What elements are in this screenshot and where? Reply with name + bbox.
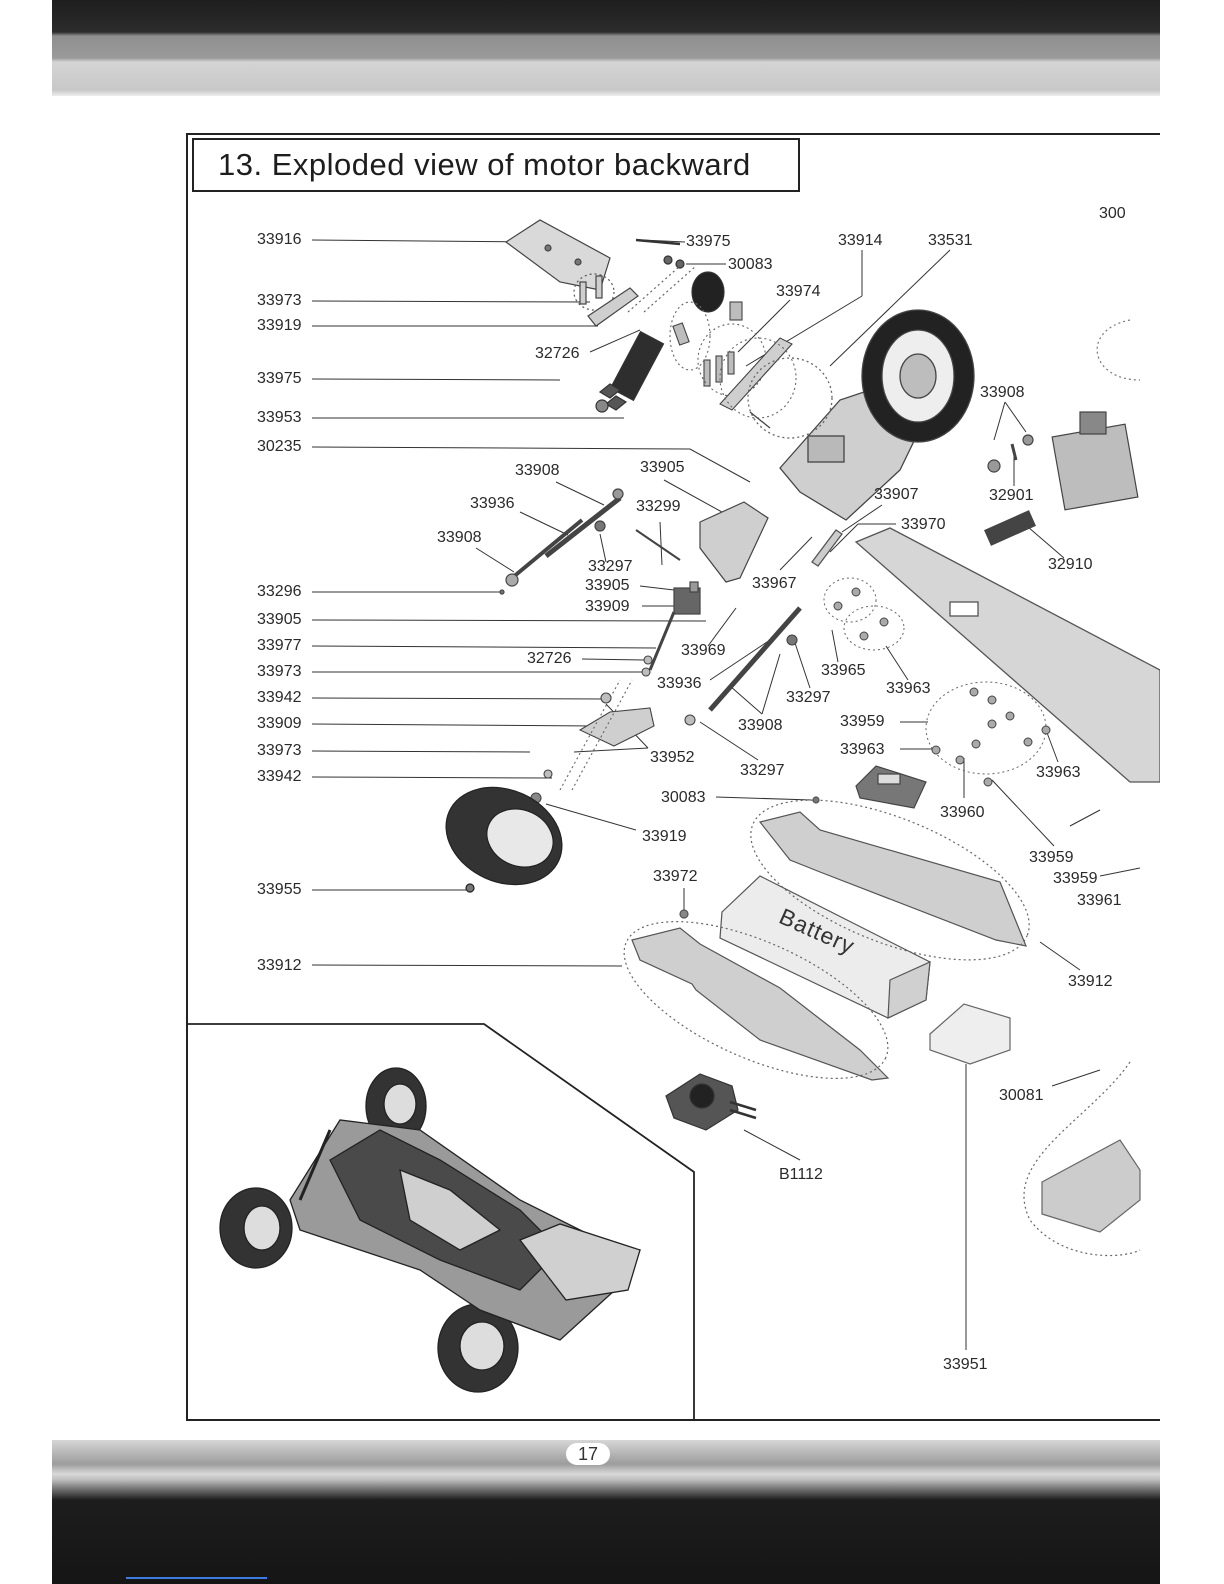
right-edge-cut: [1023, 319, 1141, 1257]
label-33909-b: 33909: [585, 598, 630, 615]
hex-posts: [573, 273, 639, 327]
rear-shock: [595, 238, 725, 413]
label-33296: 33296: [257, 583, 302, 600]
label-33963-a: 33963: [886, 680, 931, 697]
label-33969: 33969: [681, 642, 726, 659]
label-33953: 33953: [257, 409, 302, 426]
label-33936-a: 33936: [470, 495, 515, 512]
label-33942-b: 33942: [257, 768, 302, 785]
battery-pack: [719, 875, 931, 1019]
steering-parts: [530, 606, 802, 804]
label-300-cut: 300: [1099, 205, 1126, 222]
label-33960: 33960: [940, 804, 985, 821]
label-33297-b: 33297: [786, 689, 831, 706]
scan-artifact-line: [126, 1577, 267, 1579]
label-33908-b: 33908: [437, 529, 482, 546]
receiver: [855, 765, 927, 809]
foam-block: [929, 1003, 1011, 1065]
inset-frame: [186, 1023, 695, 1421]
screws-cluster: [669, 301, 797, 419]
label-32901: 32901: [989, 487, 1034, 504]
label-30083-top: 30083: [728, 256, 773, 273]
label-33951: 33951: [943, 1356, 988, 1373]
label-33959-a: 33959: [840, 713, 885, 730]
esc: [665, 1073, 757, 1131]
label-33908-a: 33908: [515, 462, 560, 479]
page-title: 13. Exploded view of motor backward: [218, 147, 751, 182]
label-33907: 33907: [874, 486, 919, 503]
label-33977: 33977: [257, 637, 302, 654]
rear-arm-and-links: [499, 488, 769, 615]
label-33963-b: 33963: [840, 741, 885, 758]
label-33973-c: 33973: [257, 742, 302, 759]
front-wheel: [445, 786, 563, 893]
page-margin-right: [1160, 0, 1224, 1584]
page-number: 17: [577, 1443, 599, 1464]
scan-footer-band: [52, 1440, 1160, 1584]
label-33973-b: 33973: [257, 663, 302, 680]
label-33963-c: 33963: [1036, 764, 1081, 781]
rear-bumper-plate: [504, 219, 611, 291]
label-33912-right: 33912: [1068, 973, 1113, 990]
label-33967: 33967: [752, 575, 797, 592]
title-box: 13. Exploded view of motor backward: [192, 138, 800, 192]
label-B1112: B1112: [779, 1166, 823, 1183]
label-33908-right: 33908: [980, 384, 1025, 401]
label-33905-a: 33905: [640, 459, 685, 476]
label-33965: 33965: [821, 662, 866, 679]
label-33905: 33905: [257, 611, 302, 628]
left-leader-lines: [311, 239, 1141, 1350]
label-30235: 30235: [257, 438, 302, 455]
label-33961: 33961: [1077, 892, 1122, 909]
label-33297-c: 33297: [740, 762, 785, 779]
label-32726-a: 32726: [535, 345, 580, 362]
side-guard-left: [623, 909, 890, 1081]
label-33972: 33972: [653, 868, 698, 885]
diagram-frame: [186, 133, 1176, 1421]
label-33975-top: 33975: [686, 233, 731, 250]
label-30083-b: 30083: [661, 789, 706, 806]
page-number-badge: 17: [566, 1443, 610, 1465]
assembled-buggy: [219, 1067, 641, 1393]
page-margin-left: [0, 0, 52, 1584]
motor-guard-right: [750, 796, 1030, 961]
label-33970: 33970: [901, 516, 946, 533]
label-33919-b: 33919: [642, 828, 687, 845]
label-33912: 33912: [257, 957, 302, 974]
label-32910: 32910: [1048, 556, 1093, 573]
label-33909: 33909: [257, 715, 302, 732]
label-33531: 33531: [928, 232, 973, 249]
label-33942: 33942: [257, 689, 302, 706]
rear-gearbox: [747, 309, 975, 521]
label-33919: 33919: [257, 317, 302, 334]
label-33973: 33973: [257, 292, 302, 309]
label-33959-c: 33959: [1053, 870, 1098, 887]
label-33936-b: 33936: [657, 675, 702, 692]
label-33974: 33974: [776, 283, 821, 300]
label-33299: 33299: [636, 498, 681, 515]
label-33914: 33914: [838, 232, 883, 249]
label-33908-c: 33908: [738, 717, 783, 734]
motor: [984, 411, 1139, 546]
label-33975: 33975: [257, 370, 302, 387]
screws-groups: [823, 577, 1051, 787]
label-33959-b: 33959: [1029, 849, 1074, 866]
label-33952: 33952: [650, 749, 695, 766]
label-32726-b: 32726: [527, 650, 572, 667]
label-30081: 30081: [999, 1087, 1044, 1104]
scan-header-band: [52, 0, 1160, 96]
label-33905-b: 33905: [585, 577, 630, 594]
label-33297-a: 33297: [588, 558, 633, 575]
label-33955: 33955: [257, 881, 302, 898]
label-33916: 33916: [257, 231, 302, 248]
